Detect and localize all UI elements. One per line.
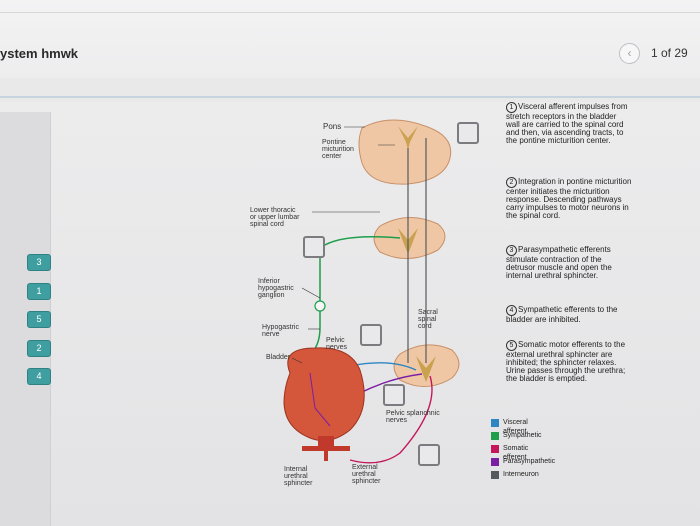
header-divider (0, 96, 700, 98)
legend-label: Interneuron (503, 471, 539, 478)
answer-tab-1[interactable]: 3 (28, 255, 50, 270)
drop-target-5[interactable] (418, 444, 440, 466)
step-2-text: Integration in pontine micturition cente… (506, 177, 632, 220)
hypogastric-ganglion (314, 300, 326, 312)
somatic-efferent-path (349, 375, 433, 464)
label-inferior-hypogastric: Inferior hypogastric ganglion (258, 278, 294, 299)
sacral-gray-matter (416, 356, 436, 382)
prev-question-button[interactable]: ‹ (619, 43, 640, 64)
legend-swatch (491, 458, 499, 466)
label-pelvic-nerves: Pelvic nerves (326, 337, 348, 351)
drop-target-4[interactable] (383, 384, 405, 406)
label-bladder: Bladder (266, 354, 291, 361)
step-1-text: Visceral afferent impulses from stretch … (506, 102, 628, 145)
pons-shape (358, 119, 452, 185)
question-stage (0, 102, 700, 526)
legend-label: Sympathetic (503, 432, 542, 439)
label-external-sphincter: External urethral sphincter (352, 464, 381, 485)
bladder-nerve-branches (309, 372, 331, 427)
answer-tab-3[interactable]: 5 (28, 312, 50, 327)
drop-target-1[interactable] (457, 122, 479, 144)
micturition-illustration (283, 119, 460, 464)
question-counter: 1 of 29 (651, 46, 688, 60)
assignment-title: ystem hmwk (0, 46, 79, 61)
thoracic-cord-shape (373, 217, 446, 259)
legend-label: Visceral afferent (503, 419, 528, 435)
label-pelvic-splanchnic: Pelvic splanchnic nerves (386, 410, 440, 424)
legend-swatch (491, 432, 499, 440)
label-lower-thoracic: Lower thoracic or upper lumbar spinal co… (250, 207, 300, 228)
answer-tab-5[interactable]: 4 (28, 369, 50, 384)
step-5-text: Somatic motor efferents to the external … (506, 340, 626, 383)
legend-swatch (491, 471, 499, 479)
top-bar (0, 0, 700, 78)
chevron-left-icon: ‹ (627, 46, 632, 60)
legend-label: Parasympathetic (503, 458, 556, 465)
micturition-diagram: Pons Pontine micturition center Lower th… (240, 108, 490, 503)
drop-target-3[interactable] (360, 324, 382, 346)
urethra-shape (324, 451, 328, 461)
label-internal-sphincter: Internal urethral sphincter (284, 466, 313, 487)
top-divider-line (0, 12, 700, 13)
drop-target-2[interactable] (303, 236, 325, 258)
legend-swatch (491, 419, 499, 427)
panel-divider (50, 112, 51, 526)
internal-sphincter-shape (318, 436, 334, 446)
answer-tab-4[interactable]: 2 (28, 341, 50, 356)
step-3-text: Parasympathetic efferents stimulate cont… (506, 245, 612, 280)
label-sacral-cord: Sacral spinal cord (418, 309, 438, 330)
legend-swatch (491, 445, 499, 453)
step-4-text: Sympathetic efferents to the bladder are… (506, 305, 618, 324)
label-hypogastric-nerve: Hypogastric nerve (262, 324, 299, 338)
bladder-leader (291, 357, 303, 364)
bladder-shape (283, 347, 365, 442)
ganglion-leader (301, 287, 321, 299)
answer-tab-2[interactable]: 1 (28, 284, 50, 299)
legend-label: Somatic efferent (503, 445, 529, 461)
label-pontine-center: Pontine micturition center (322, 139, 354, 160)
pons-gray-matter (398, 126, 418, 150)
label-pons: Pons (323, 122, 342, 131)
external-sphincter-shape (302, 446, 350, 451)
